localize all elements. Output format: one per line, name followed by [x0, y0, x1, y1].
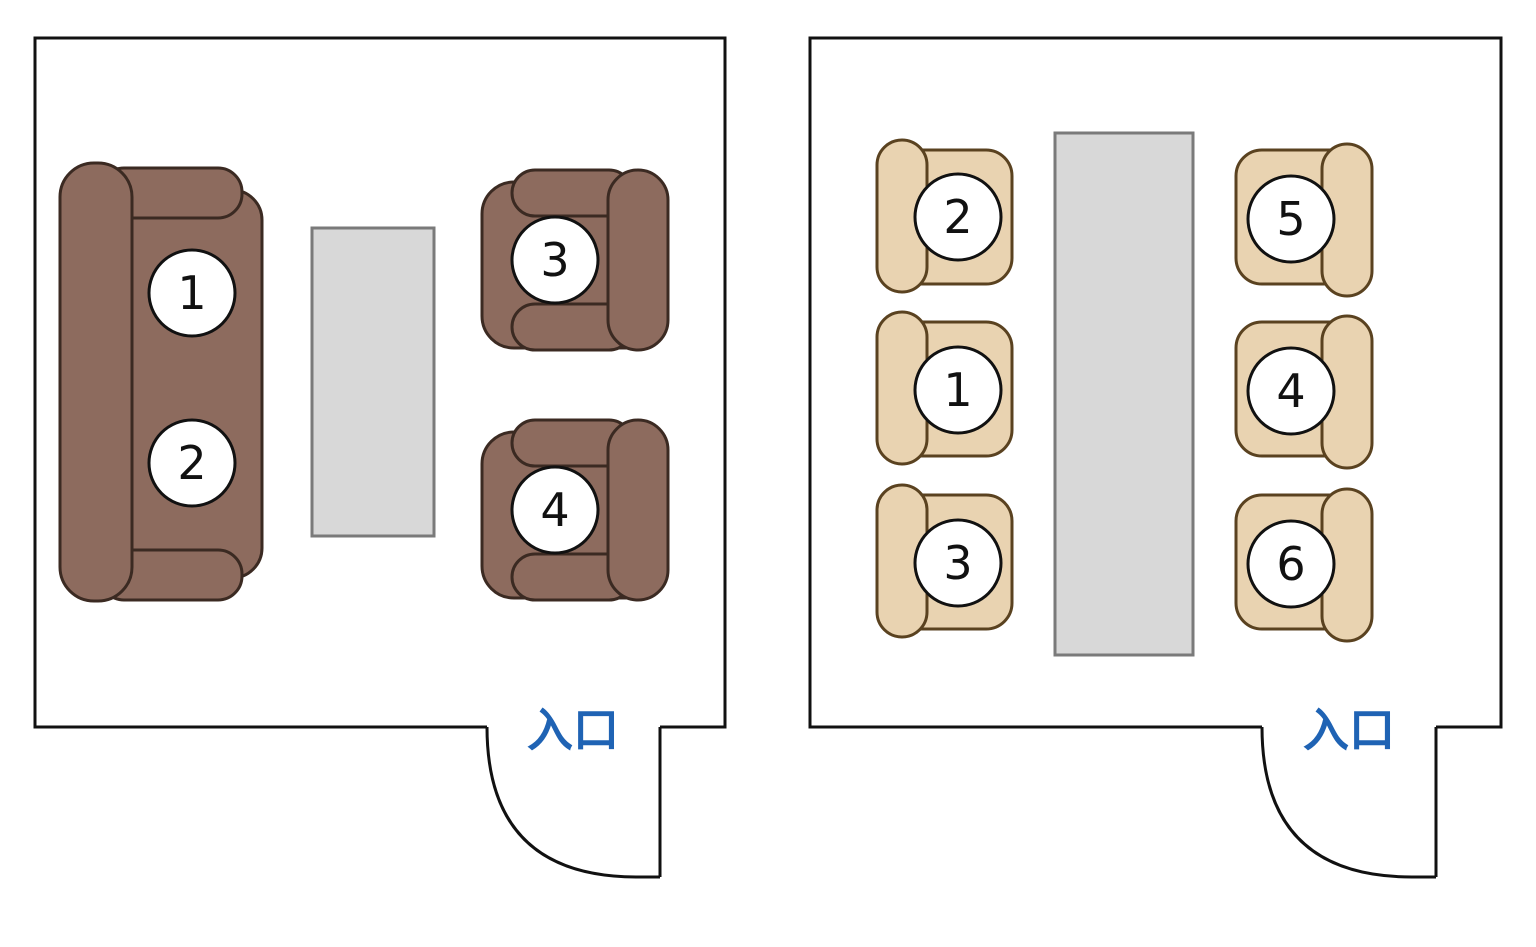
seat-number: 2 — [943, 190, 972, 244]
seat-badge: 3 — [510, 215, 600, 305]
seat-badge: 3 — [913, 518, 1003, 608]
seat-badge: 2 — [913, 172, 1003, 262]
room-wall — [33, 36, 727, 729]
seat-number: 1 — [943, 363, 972, 417]
seat-number: 4 — [540, 483, 569, 537]
coffee-table — [310, 226, 436, 538]
meeting-table — [1053, 131, 1195, 657]
seat-badge: 6 — [1246, 519, 1336, 609]
seat-number: 3 — [540, 233, 569, 287]
seat-badge: 5 — [1246, 174, 1336, 264]
long-sofa — [58, 161, 264, 603]
conference-room: 入口 2 1 3 — [808, 36, 1503, 879]
seat-badge: 1 — [913, 345, 1003, 435]
entrance-label: 入口 — [1303, 703, 1395, 757]
seat-badge: 1 — [147, 248, 237, 338]
door — [485, 726, 662, 879]
seat-number: 4 — [1276, 364, 1305, 418]
seat-badge: 2 — [147, 418, 237, 508]
seat-number: 2 — [177, 436, 206, 490]
seat-number: 6 — [1276, 537, 1305, 591]
entrance-label: 入口 — [527, 703, 619, 757]
seat-number: 3 — [943, 536, 972, 590]
seat-number: 5 — [1276, 192, 1305, 246]
seat-number: 1 — [177, 266, 206, 320]
seat-badge: 4 — [510, 465, 600, 555]
room-wall — [808, 36, 1503, 729]
door — [1260, 726, 1438, 879]
sofa-room: 入口 1 2 3 — [33, 36, 727, 879]
seat-badge: 4 — [1246, 346, 1336, 436]
